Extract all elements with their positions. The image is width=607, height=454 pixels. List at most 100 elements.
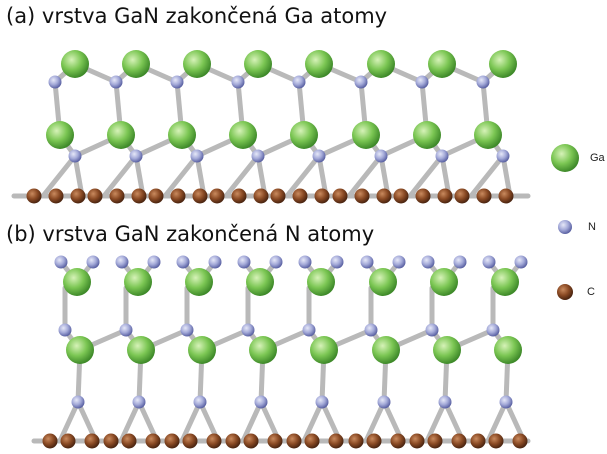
n-atom (438, 395, 452, 409)
ga-atom (127, 336, 155, 364)
bond-a (162, 153, 200, 199)
n-atom (298, 255, 312, 269)
ga-atom (124, 268, 152, 296)
ga-atom (489, 50, 517, 78)
legend-label-c: C (587, 286, 595, 298)
n-atom (180, 323, 194, 337)
ga-atom (122, 50, 150, 78)
c-atom (292, 188, 308, 204)
c-atom (26, 188, 42, 204)
n-atom (377, 395, 391, 409)
ga-atom (168, 121, 196, 149)
bond-b (179, 399, 203, 444)
n-atom (190, 149, 204, 163)
n-atom (514, 255, 528, 269)
c-atom (328, 433, 344, 449)
n-atom (392, 255, 406, 269)
bond-b (363, 399, 387, 444)
n-atom (208, 255, 222, 269)
c-atom (451, 433, 467, 449)
c-atom (145, 433, 161, 449)
n-atom (421, 255, 435, 269)
n-atom (499, 395, 513, 409)
c-atom (170, 188, 186, 204)
c-atom (512, 433, 528, 449)
c-atom (84, 433, 100, 449)
c-atom (304, 433, 320, 449)
c-atom (42, 433, 58, 449)
c-atom (206, 433, 222, 449)
n-atom (54, 255, 68, 269)
n-atom (254, 395, 268, 409)
c-atom (476, 188, 492, 204)
legend-label-n: N (588, 221, 596, 233)
n-atom (269, 255, 283, 269)
bond-b (57, 399, 81, 444)
n-atom (302, 323, 316, 337)
bond-a (101, 153, 139, 199)
c-atom (454, 188, 470, 204)
panel-a-structure (11, 50, 531, 204)
ga-atom (246, 268, 274, 296)
n-atom (193, 395, 207, 409)
ga-atom (188, 336, 216, 364)
n-atom (476, 75, 490, 89)
n-atom (48, 75, 62, 89)
ga-atom (413, 121, 441, 149)
ga-atom (66, 336, 94, 364)
c-atom (60, 433, 76, 449)
n-atom (330, 255, 344, 269)
n-atom (435, 149, 449, 163)
ga-atom (310, 336, 338, 364)
n-atom (360, 255, 374, 269)
n-atom (425, 323, 439, 337)
n-atom (176, 255, 190, 269)
n-atom (119, 323, 133, 337)
c-atom (243, 433, 259, 449)
ga-atom (107, 121, 135, 149)
bond-a (407, 153, 445, 199)
c-atom (415, 188, 431, 204)
bond-b (485, 399, 509, 444)
n-atom (170, 75, 184, 89)
c-atom (231, 188, 247, 204)
ga-atom (63, 268, 91, 296)
c-atom (270, 188, 286, 204)
c-atom (409, 433, 425, 449)
c-atom (376, 188, 392, 204)
ga-atom (433, 336, 461, 364)
ga-atom (229, 121, 257, 149)
n-atom (241, 323, 255, 337)
n-atom (292, 75, 306, 89)
ga-atom (46, 121, 74, 149)
c-atom (267, 433, 283, 449)
n-atom (453, 255, 467, 269)
n-atom (374, 149, 388, 163)
c-atom (286, 433, 302, 449)
c-atom (314, 188, 330, 204)
n-atom (231, 75, 245, 89)
ga-atom (491, 268, 519, 296)
ga-atom (305, 50, 333, 78)
bond-a (284, 153, 322, 199)
c-atom (148, 188, 164, 204)
bond-b (240, 399, 264, 444)
n-atom (251, 149, 265, 163)
ga-atom (494, 336, 522, 364)
c-atom (131, 188, 147, 204)
c-atom (498, 188, 514, 204)
c-atom (437, 188, 453, 204)
n-atom (496, 149, 510, 163)
c-atom (253, 188, 269, 204)
bond-b (424, 399, 448, 444)
n-atom (237, 255, 251, 269)
ga-atom (367, 50, 395, 78)
ga-atom (474, 121, 502, 149)
bond-b (301, 399, 325, 444)
n-atom (147, 255, 161, 269)
ga-atom (185, 268, 213, 296)
bond-a (346, 153, 384, 199)
panel-a-title: (a) vrstva GaN zakončená Ga atomy (6, 4, 388, 28)
